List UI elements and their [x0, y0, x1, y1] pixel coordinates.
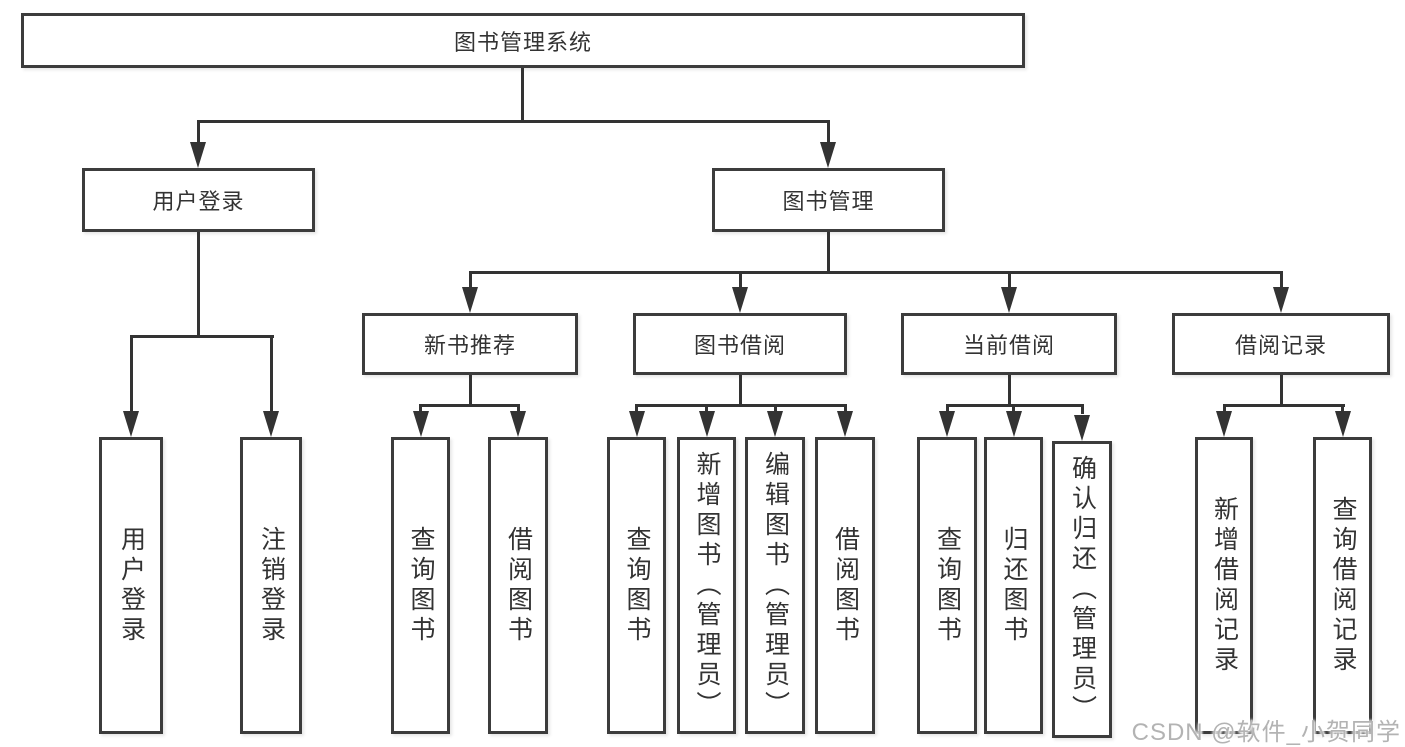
arrow-shaft: [945, 404, 949, 414]
arrow-down-icon: [939, 411, 955, 437]
arrow-down-icon: [1273, 287, 1289, 313]
connector-line: [738, 375, 742, 407]
connector-line: [468, 271, 1283, 274]
arrow-shaft: [468, 271, 472, 291]
leaf-query-books-recommend: 查询图书: [391, 437, 450, 734]
arrow-down-icon: [698, 411, 715, 437]
arrow-shaft: [773, 404, 777, 414]
arrow-shaft: [738, 271, 742, 291]
arrow-down-icon: [1334, 411, 1351, 437]
leaf-query-books-borrow: 查询图书: [607, 437, 666, 734]
node-book-borrow: 图书借阅: [633, 313, 847, 375]
arrow-shaft: [705, 404, 708, 414]
arrow-down-icon: [1001, 287, 1017, 313]
node-current-borrow: 当前借阅: [901, 313, 1117, 375]
arrow-down-icon: [767, 411, 783, 437]
connector-line: [196, 232, 200, 338]
connector-line: [520, 68, 524, 123]
leaf-add-book-admin: 新增图书（管理员）: [677, 437, 736, 734]
arrow-shaft: [1012, 404, 1015, 414]
arrow-down-icon: [837, 411, 853, 437]
leaf-user-login: 用户登录: [99, 437, 163, 734]
arrow-shaft: [419, 404, 422, 414]
connector-line: [1222, 404, 1345, 407]
node-book-management: 图书管理: [712, 168, 945, 232]
arrow-shaft: [635, 404, 638, 414]
connector-line: [1279, 375, 1283, 407]
connector-line: [468, 375, 472, 407]
node-user-login: 用户登录: [82, 168, 315, 232]
arrow-shaft: [843, 404, 847, 414]
arrow-shaft: [516, 404, 520, 414]
connector-line: [196, 120, 830, 123]
leaf-logout: 注销登录: [240, 437, 302, 734]
arrow-shaft: [269, 335, 273, 413]
connector-line: [1007, 375, 1011, 407]
node-new-book-recommend: 新书推荐: [362, 313, 578, 375]
arrow-down-icon: [732, 287, 748, 313]
arrow-shaft: [1080, 404, 1084, 414]
arrow-down-icon: [190, 142, 206, 168]
arrow-down-icon: [1216, 411, 1232, 437]
arrow-down-icon: [1074, 415, 1090, 441]
arrow-down-icon: [820, 142, 836, 168]
connector-line: [826, 232, 830, 274]
leaf-query-borrow-record: 查询借阅记录: [1313, 437, 1372, 734]
arrow-down-icon: [462, 287, 478, 313]
connector-line: [419, 404, 520, 407]
leaf-confirm-return-admin: 确认归还（管理员）: [1052, 441, 1112, 738]
arrow-shaft: [1007, 271, 1011, 291]
csdn-watermark: CSDN @软件_小贺同学: [1131, 719, 1401, 746]
connector-line: [635, 404, 847, 407]
arrow-down-icon: [628, 411, 645, 437]
arrow-shaft: [1279, 271, 1283, 291]
leaf-query-books-current: 查询图书: [917, 437, 977, 734]
arrow-shaft: [129, 335, 133, 413]
leaf-borrow-books: 借阅图书: [815, 437, 875, 734]
arrow-shaft: [196, 120, 200, 144]
node-borrow-records: 借阅记录: [1172, 313, 1390, 375]
arrow-down-icon: [412, 411, 429, 437]
leaf-add-borrow-record: 新增借阅记录: [1195, 437, 1253, 734]
arrow-down-icon: [123, 411, 139, 437]
arrow-shaft: [1222, 404, 1226, 414]
arrow-down-icon: [263, 411, 279, 437]
arrow-down-icon: [1005, 411, 1022, 437]
leaf-edit-book-admin: 编辑图书（管理员）: [745, 437, 805, 734]
node-library-system: 图书管理系统: [21, 13, 1025, 68]
connector-line: [129, 335, 274, 338]
arrow-down-icon: [510, 411, 526, 437]
leaf-borrow-books-recommend: 借阅图书: [488, 437, 548, 734]
arrow-shaft: [1341, 404, 1344, 414]
arrow-shaft: [826, 120, 830, 144]
leaf-return-book: 归还图书: [984, 437, 1043, 734]
